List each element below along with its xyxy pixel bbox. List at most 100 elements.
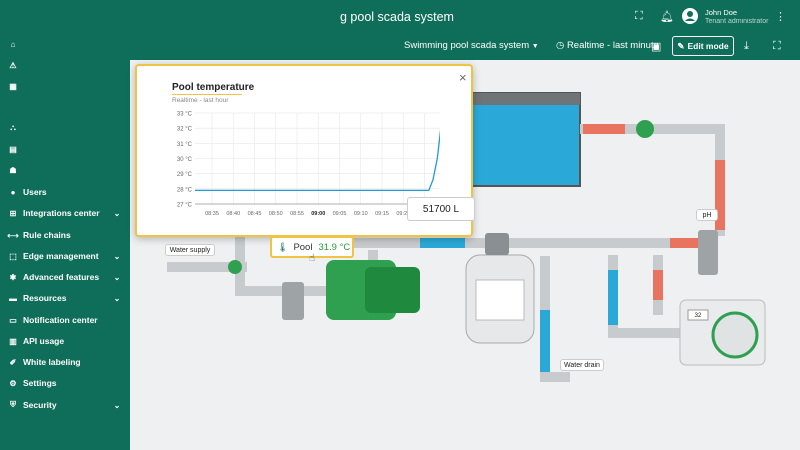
water-supply-label: Water supply	[165, 244, 215, 256]
x-tick-label: 08:45	[248, 211, 262, 217]
notification-icon: ▭	[9, 315, 17, 325]
chevron-down-icon: ⌄	[113, 400, 121, 410]
bell-icon[interactable]: 🔔︎	[660, 11, 674, 23]
strainer	[282, 282, 304, 320]
pump-motor	[365, 267, 420, 313]
api-icon: ▥	[9, 336, 17, 346]
pencil-icon: ✎	[677, 40, 685, 51]
valve	[228, 260, 242, 274]
x-tick-label: 09:00	[311, 211, 325, 217]
volume-box: 51700 L	[407, 197, 475, 221]
sidebar-item-label: Security	[23, 400, 57, 410]
popup-title: Pool temperature	[172, 82, 255, 93]
ph-sensor	[698, 230, 718, 275]
sidebar-item-label: Integrations center	[23, 208, 100, 218]
customers-icon: ☗	[9, 165, 17, 175]
sidebar-item-customers[interactable]: ☗	[0, 160, 130, 180]
hot-pipe	[653, 270, 663, 300]
scada-canvas: Pool temperature Realtime - last hour × …	[130, 60, 800, 450]
image-icon[interactable]: ▣	[651, 41, 662, 53]
sidebar-item-advanced-features[interactable]: ✱Advanced features⌄	[0, 267, 130, 287]
sidebar-item-white-labeling[interactable]: ✐White labeling	[0, 352, 130, 372]
x-tick-label: 08:40	[226, 211, 240, 217]
top-bar: g pool scada system ⛶ 🔔︎ John Doe Tenant…	[130, 0, 800, 60]
pool-temperature-popup: Pool temperature Realtime - last hour × …	[135, 64, 473, 237]
temperature-series-line	[195, 129, 440, 192]
y-tick-label: 29 °C	[177, 172, 193, 178]
sidebar-item-label: Users	[23, 187, 47, 197]
sidebar-item-security[interactable]: ⛨ Security ⌄	[0, 395, 130, 415]
filter-head	[485, 233, 509, 255]
pool-temperature-value: 31.9 °C	[318, 241, 351, 253]
sidebar: ⌂⚠︎▦⛬▤☗●Users⊞Integrations center⌄⟷Rule …	[0, 0, 130, 450]
pool-name: Pool	[293, 241, 313, 253]
sidebar-item-resources[interactable]: ▬ Resources ⌄	[0, 288, 130, 308]
edit-mode-button[interactable]: ✎Edit mode	[672, 36, 734, 56]
y-tick-label: 32 °C	[177, 127, 193, 133]
chevron-down-icon: ▼	[531, 43, 539, 50]
sidebar-item-alarm[interactable]: ⚠︎	[0, 55, 130, 75]
house-icon: ⌂	[10, 39, 16, 49]
sidebar-item-users[interactable]: ● Users	[0, 182, 130, 202]
fullscreen-dashboard-icon[interactable]: ⛶	[773, 40, 781, 52]
supply-pipe	[167, 262, 247, 272]
devices-icon: ▤	[9, 144, 17, 154]
sidebar-item-settings[interactable]: ⚙︎ Settings	[0, 373, 130, 393]
chevron-down-icon: ⌄	[113, 293, 121, 303]
dashboard-select[interactable]: Swimming pool scada system ▼	[404, 40, 539, 51]
sidebar-item-integrations-center[interactable]: ⊞Integrations center⌄	[0, 203, 130, 223]
thermometer-icon: 🌡︎	[277, 241, 289, 252]
white-label-icon: ✐	[9, 357, 17, 367]
entities-icon: ⛬	[10, 123, 16, 132]
main-pipe	[330, 238, 715, 248]
y-tick-label: 27 °C	[177, 203, 193, 209]
x-tick-label: 08:35	[205, 211, 219, 217]
sidebar-item-entities[interactable]: ⛬	[0, 118, 130, 138]
heat-pump-display-value: 32	[694, 313, 702, 319]
x-tick-label: 09:05	[333, 211, 347, 217]
folder-icon: ▬	[9, 293, 17, 303]
pipe	[235, 186, 245, 296]
temperature-chart: 33 °C32 °C31 °C30 °C29 °C28 °C27 °C08:35…	[177, 112, 440, 217]
sidebar-item-label: Resources	[23, 293, 67, 303]
x-tick-label: 09:15	[375, 211, 389, 217]
edge-icon: ⬚	[9, 251, 17, 261]
sidebar-item-house[interactable]: ⌂	[0, 34, 130, 54]
sidebar-item-label: Settings	[23, 378, 57, 388]
alarm-icon: ⚠︎	[9, 60, 17, 70]
timewindow-button[interactable]: ◷ Realtime - last minute	[556, 40, 659, 51]
fullscreen-icon[interactable]: ⛶	[635, 10, 643, 22]
sidebar-item-devices[interactable]: ▤	[0, 139, 130, 159]
sidebar-item-label: API usage	[23, 336, 65, 346]
popup-subtitle: Realtime - last hour	[172, 97, 229, 104]
hot-pipe	[715, 160, 725, 230]
sidebar-item-label: Advanced features	[23, 272, 100, 282]
users-icon: ●	[10, 187, 16, 197]
y-tick-label: 30 °C	[177, 157, 193, 163]
sidebar-item-edge-management[interactable]: ⬚Edge management⌄	[0, 246, 130, 266]
water-drain-label: Water drain	[560, 359, 604, 371]
avatar[interactable]	[682, 8, 698, 24]
pipe	[608, 328, 683, 338]
security-icon: ⛨	[10, 400, 16, 409]
more-vert-icon[interactable]: ⋮	[775, 11, 786, 23]
x-tick-label: 08:55	[290, 211, 304, 217]
pool-temperature-card[interactable]: 🌡︎ Pool 31.9 °C	[270, 236, 354, 258]
sidebar-item-rule-chains[interactable]: ⟷Rule chains	[0, 225, 130, 245]
sidebar-item-notification-center[interactable]: ▭Notification center	[0, 310, 130, 330]
chevron-down-icon: ⌄	[113, 208, 121, 218]
chevron-down-icon: ⌄	[113, 251, 121, 261]
sidebar-item-api-usage[interactable]: ▥ API usage	[0, 331, 130, 351]
sidebar-item-dashboard[interactable]: ▦	[0, 76, 130, 96]
drain-water	[540, 310, 550, 380]
close-icon[interactable]: ×	[459, 70, 467, 85]
y-tick-label: 31 °C	[177, 142, 193, 148]
settings-icon: ⚙︎	[9, 378, 17, 388]
hot-pipe	[670, 238, 700, 248]
chevron-down-icon: ⌄	[113, 272, 121, 282]
y-tick-label: 33 °C	[177, 112, 193, 118]
user-role: Tenant administrator	[705, 18, 769, 25]
valve	[636, 120, 654, 138]
download-icon[interactable]: ⤓	[744, 40, 749, 52]
hot-pipe	[583, 124, 625, 134]
